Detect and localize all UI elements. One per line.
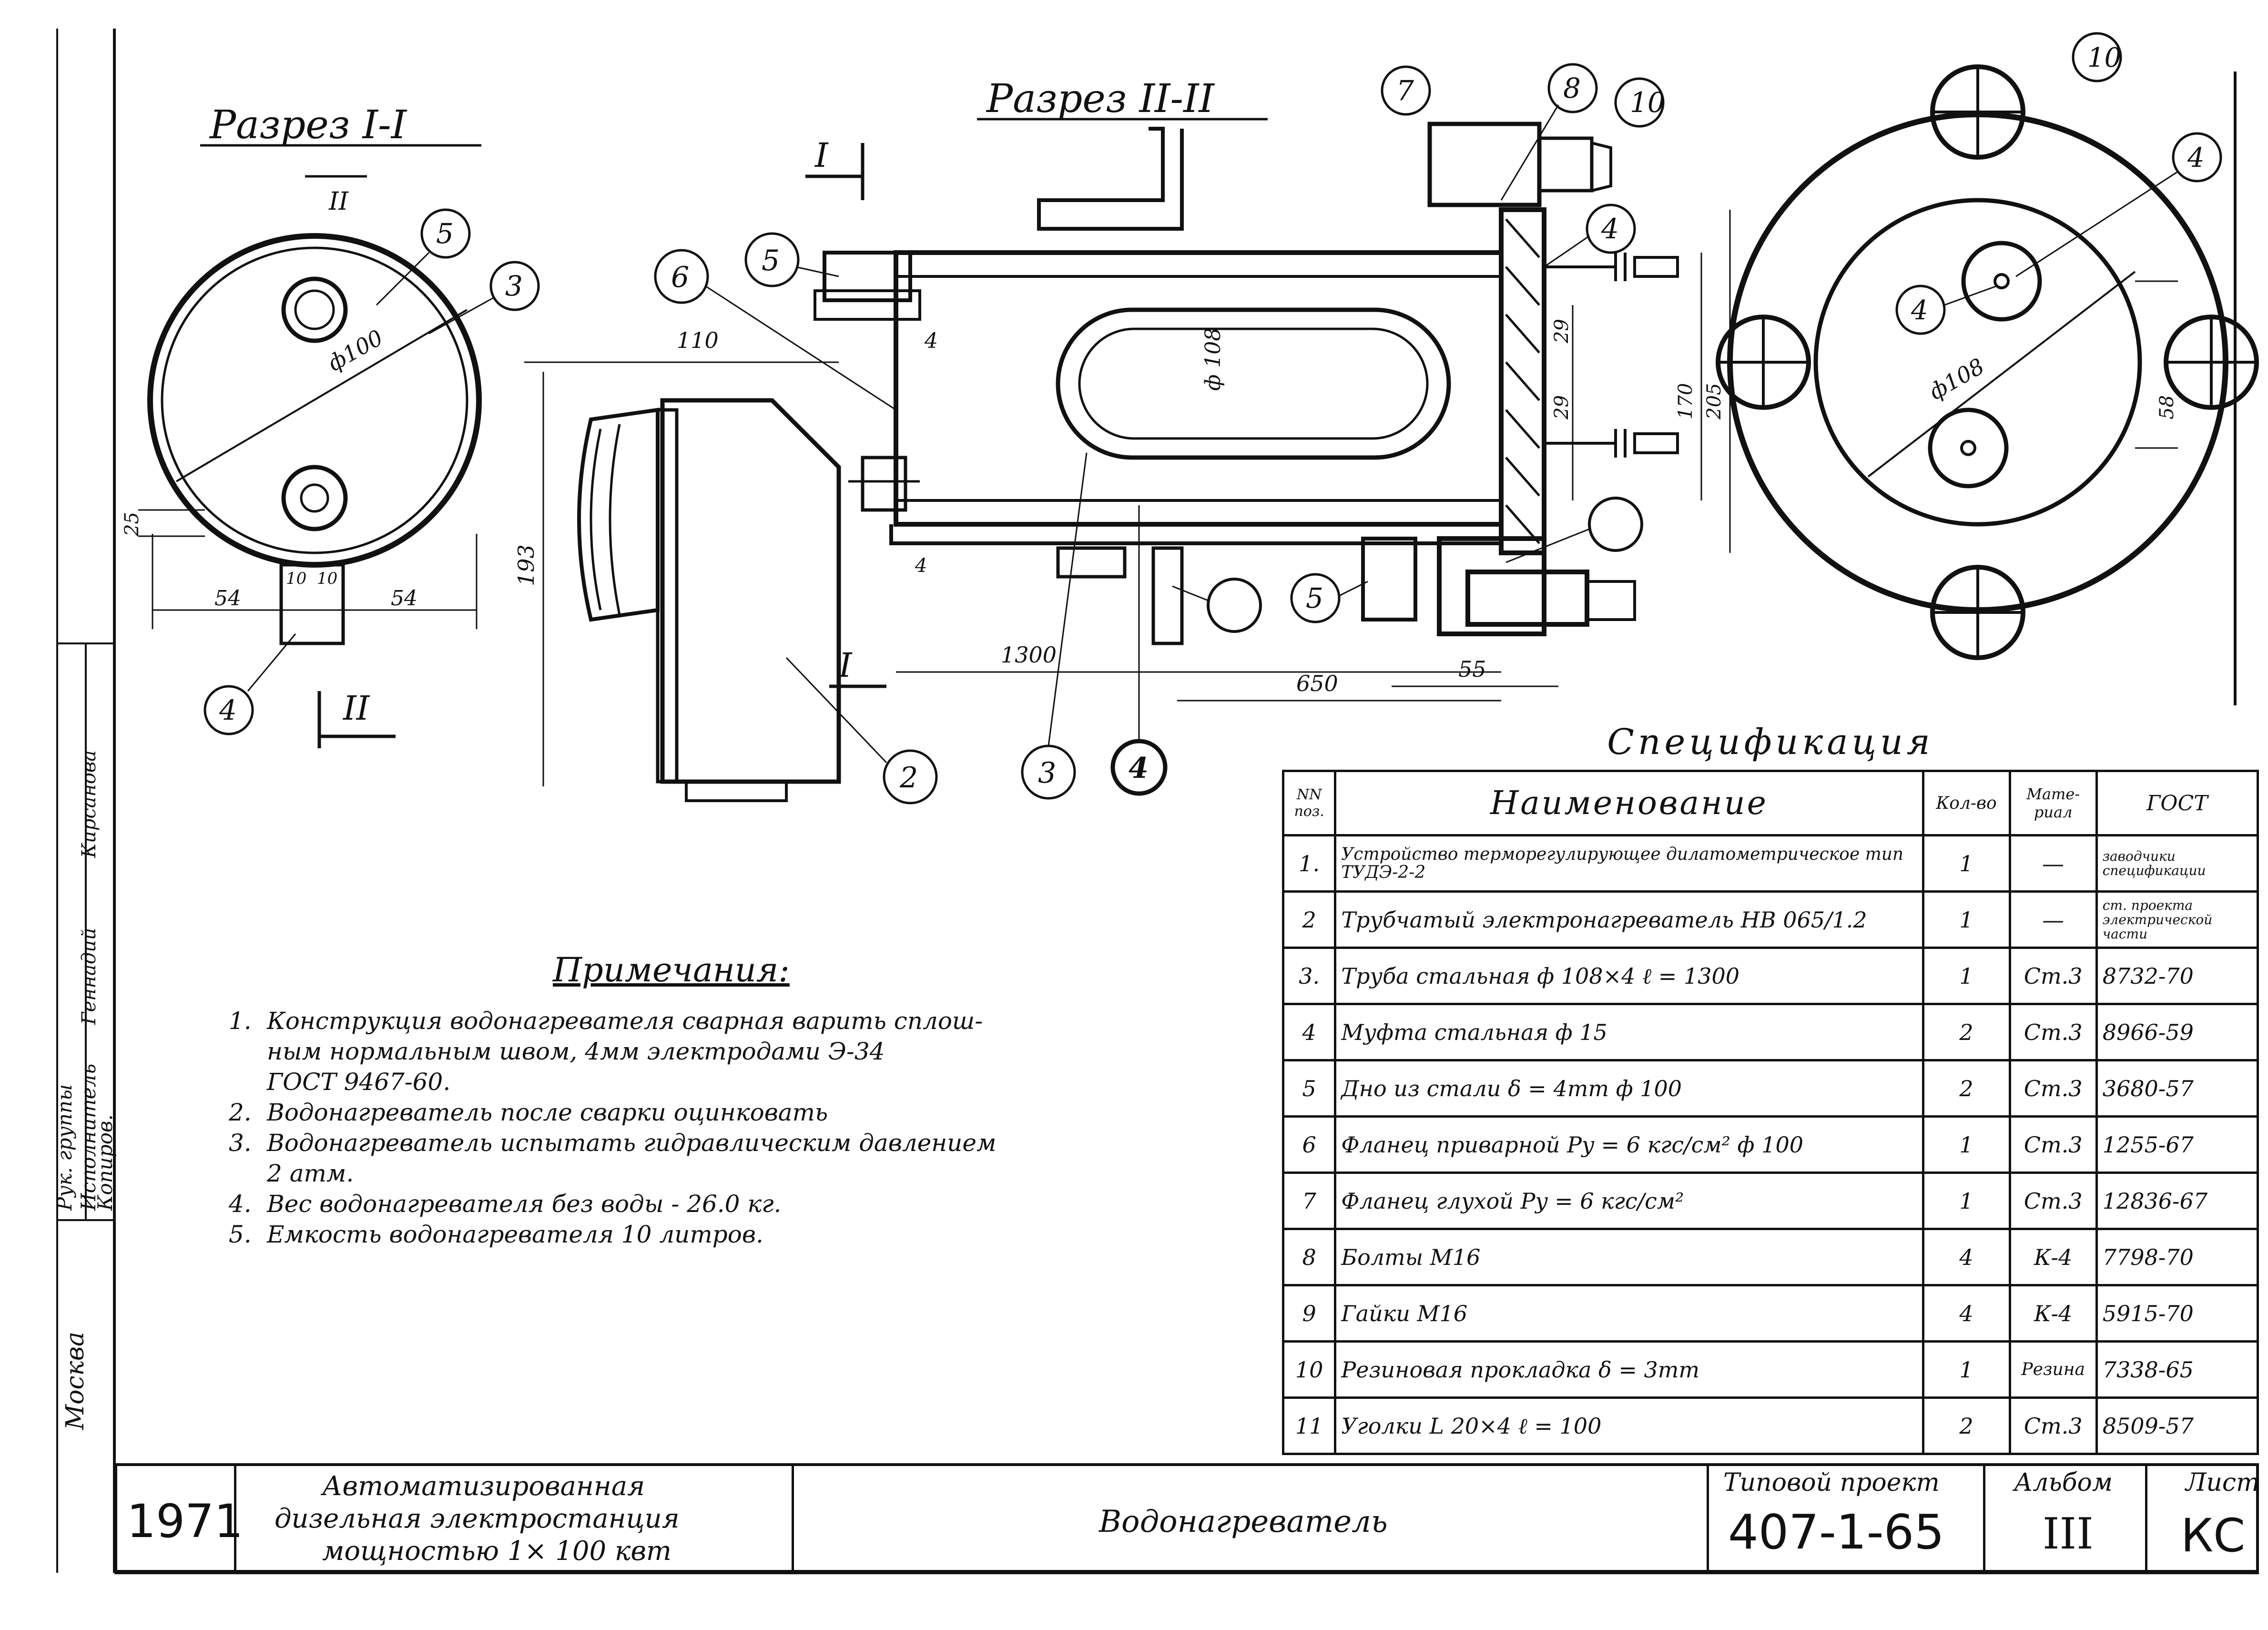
table-row: 11 Уголки L 20×4 ℓ = 100 2 Ст.3 8509-57 <box>1281 1396 2259 1455</box>
title-block: 1971 Автоматизированная дизельная электр… <box>114 1463 2259 1573</box>
cut-mark-top: II <box>328 187 349 216</box>
svg-text:Исполнитель: Исполнитель <box>77 1064 100 1211</box>
svg-text:205: 205 <box>1703 383 1725 420</box>
svg-text:4: 4 <box>924 329 938 353</box>
svg-text:I: I <box>838 646 853 685</box>
svg-text:Копиров.: Копиров. <box>93 1114 117 1211</box>
svg-text:4: 4 <box>219 694 237 726</box>
tb-drawing-name: Водонагреватель <box>1099 1504 1388 1539</box>
svg-text:4: 4 <box>2187 143 2205 173</box>
tb-project-cell: Автоматизированная дизельная электростан… <box>236 1466 794 1570</box>
flange-plan-view: ф108 58 4 4 10 <box>1716 32 2259 660</box>
svg-text:5: 5 <box>762 244 780 277</box>
tb-name-cell: Водонагреватель <box>794 1466 1709 1570</box>
svg-text:4: 4 <box>1129 752 1149 785</box>
spec-table: NN поз. Наименование Кол-во Мате-риал ГО… <box>1281 770 2259 1455</box>
svg-text:5: 5 <box>436 217 454 250</box>
notes-block: Примечания: 1.Конструкция водонагревател… <box>229 948 1182 1250</box>
svg-text:650: 650 <box>1296 671 1338 696</box>
section-1-bracket <box>279 563 345 645</box>
spec-header-no: NN поз. <box>1281 770 1337 836</box>
section-2-view: Разрез II-II <box>513 63 1731 805</box>
svg-text:4: 4 <box>1601 213 1619 245</box>
note-5: 5.Емкость водонагревателя 10 литров. <box>229 1221 763 1248</box>
svg-text:54: 54 <box>391 586 417 611</box>
note-4: 4.Вес водонагревателя без воды - 26.0 кг… <box>229 1190 782 1218</box>
svg-text:54: 54 <box>214 586 241 611</box>
heater-element-loop <box>1056 307 1451 460</box>
table-row: 10 Резиновая прокладка δ = 3mm 1 Резина … <box>1281 1340 2259 1399</box>
sheet-frame <box>56 29 2259 1574</box>
tb-album-cell: Альбом III <box>1985 1466 2147 1570</box>
spec-header-gost: ГОСТ <box>2095 770 2259 836</box>
tb-year-cell: 1971 <box>117 1466 243 1570</box>
svg-text:1300: 1300 <box>1001 642 1057 668</box>
svg-text:3: 3 <box>1038 756 1056 790</box>
svg-text:193: 193 <box>513 544 539 586</box>
section-1-view: Разрез I-I ф100 54 54 10 10 25 II II 5 3 <box>121 102 540 748</box>
svg-text:6: 6 <box>671 261 689 294</box>
svg-text:Москва: Москва <box>61 1332 90 1430</box>
svg-text:10: 10 <box>1630 86 1665 119</box>
tb-project-no-cell: Типовой проект 407-1-65 <box>1709 1466 1985 1570</box>
table-row: 1. Устройство терморегулирующее дилатоме… <box>1281 834 2259 893</box>
tb-sheet-cell: Лист КС <box>2181 1468 2260 1562</box>
table-row: 5 Дно из стали δ = 4mm ф 100 2 Ст.3 3680… <box>1281 1059 2259 1118</box>
svg-text:55: 55 <box>1458 656 1486 682</box>
svg-text:29: 29 <box>1551 395 1573 420</box>
thermostat-housing <box>660 398 841 784</box>
section-1-title: Разрез I-I <box>209 102 407 148</box>
table-row: 2 Трубчатый электронагреватель НВ 065/1.… <box>1281 890 2259 949</box>
svg-text:10: 10 <box>286 569 306 588</box>
svg-text:4: 4 <box>915 555 927 577</box>
svg-text:ф 108: ф 108 <box>1201 328 1225 391</box>
flange-bolt-hole-left <box>1716 315 1811 410</box>
tb-project-no: 407-1-65 <box>1728 1504 1944 1560</box>
note-2: 2.Водонагреватель после сварки оцинковат… <box>229 1099 828 1126</box>
flange-bolt-hole-right <box>2164 315 2259 410</box>
svg-text:10: 10 <box>2087 42 2121 73</box>
section-1-upper-nozzle <box>281 276 348 343</box>
section-2-title: Разрез II-II <box>986 76 1215 122</box>
flange-welded <box>1499 207 1546 555</box>
svg-text:ф108: ф108 <box>1925 353 1989 405</box>
notes-title: Примечания: <box>553 950 790 989</box>
svg-text:3: 3 <box>505 270 523 302</box>
table-row: 8 Болты М16 4 К-4 7798-70 <box>1281 1228 2259 1286</box>
svg-text:2: 2 <box>899 761 918 795</box>
spec-header-row: NN поз. Наименование Кол-во Мате-риал ГО… <box>1281 770 2259 836</box>
svg-text:Кирсанова: Кирсанова <box>78 750 100 858</box>
svg-text:8: 8 <box>1563 72 1581 104</box>
table-row: 6 Фланец приварной Py = 6 кгс/см² ф 100 … <box>1281 1115 2259 1174</box>
section-1-lower-nozzle <box>281 465 348 531</box>
svg-text:10: 10 <box>317 569 337 588</box>
svg-text:Рук. группы: Рук. группы <box>53 1084 76 1211</box>
spec-header-mat: Мате-риал <box>2008 770 2098 836</box>
svg-text:I: I <box>814 136 829 175</box>
cut-mark-bottom: II <box>342 689 370 728</box>
tb-year: 1971 <box>127 1495 244 1548</box>
svg-text:Геннадий: Геннадий <box>78 927 100 1025</box>
svg-text:7: 7 <box>1396 74 1414 107</box>
svg-text:4: 4 <box>1911 295 1928 326</box>
note-3: 3.Водонагреватель испытать гидравлически… <box>229 1129 997 1187</box>
svg-text:110: 110 <box>677 327 719 353</box>
table-row: 7 Фланец глухой Py = 6 кгс/см² 1 Ст.3 12… <box>1281 1172 2259 1230</box>
table-row: 3. Труба стальная ф 108×4 ℓ = 1300 1 Ст.… <box>1281 947 2259 1005</box>
svg-text:58: 58 <box>2156 395 2178 419</box>
svg-text:29: 29 <box>1551 319 1573 344</box>
spec-title: Спецификация <box>1607 722 1934 763</box>
note-1: 1.Конструкция водонагревателя сварная ва… <box>229 1007 983 1096</box>
table-row: 9 Гайки М16 4 К-4 5915-70 <box>1281 1284 2259 1343</box>
table-row: 4 Муфта стальная ф 15 2 Ст.3 8966-59 <box>1281 1003 2259 1061</box>
spec-header-name: Наименование <box>1334 770 1924 836</box>
svg-text:170: 170 <box>1675 383 1697 419</box>
spec-header-qty: Кол-во <box>1922 770 2011 836</box>
side-stamp: Рук. группы Исполнитель Копиров. Кирсано… <box>53 750 117 1430</box>
svg-text:5: 5 <box>1306 582 1323 614</box>
main-pipe <box>894 250 1504 527</box>
svg-text:25: 25 <box>121 512 143 537</box>
